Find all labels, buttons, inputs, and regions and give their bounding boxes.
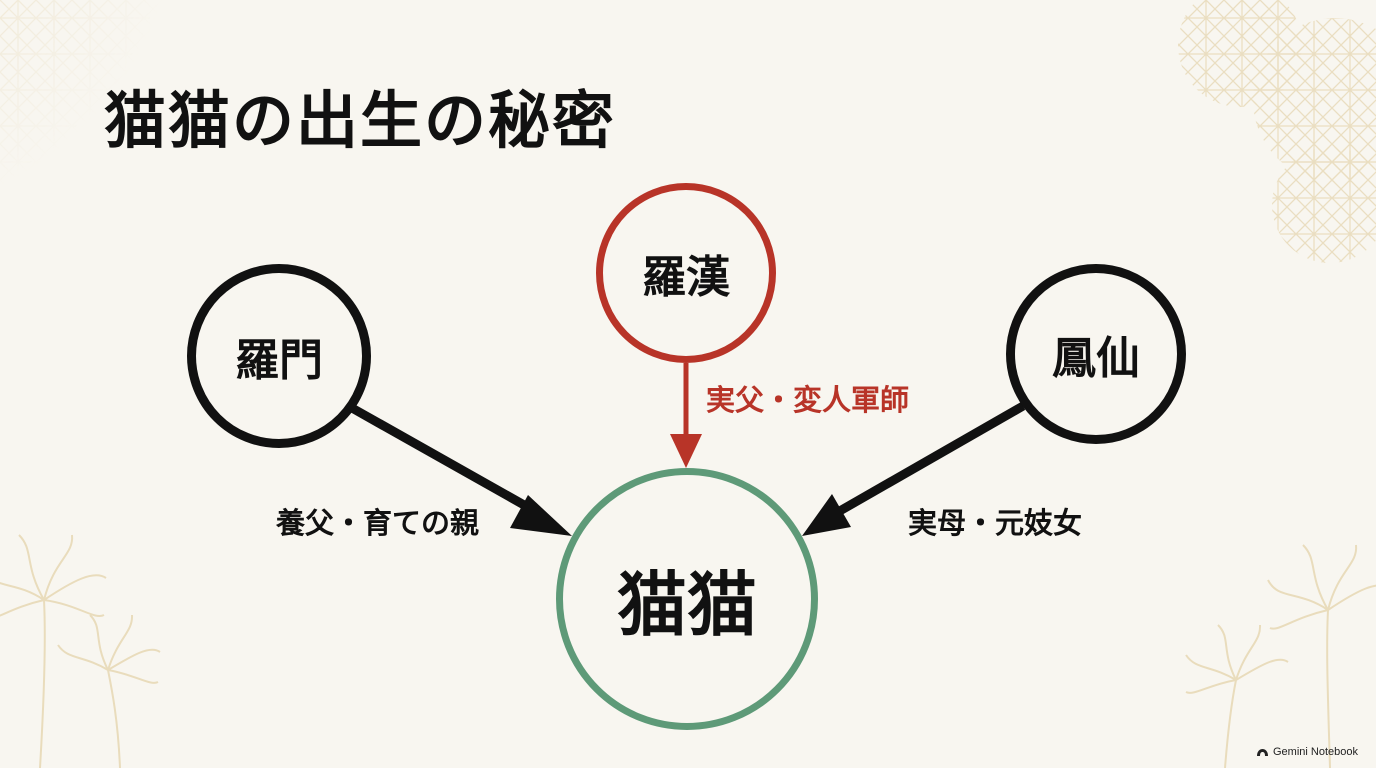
node-luohan: 羅漢	[596, 183, 776, 363]
node-luomen-label: 羅門	[235, 335, 323, 386]
edge-label-fengxian: 実母・元妓女	[908, 506, 1083, 540]
watermark-text: Gemini Notebook	[1273, 746, 1358, 758]
spider-lily-bottom-left	[0, 534, 161, 768]
notebook-logo-icon	[1257, 749, 1268, 756]
page-title: 猫猫の出生の秘密	[104, 84, 617, 157]
node-fengxian-label: 鳳仙	[1052, 333, 1140, 384]
node-luomen: 羅門	[187, 264, 371, 448]
arrow-fengxian-to-maomao	[802, 402, 1026, 536]
edge-label-luohan: 実父・変人軍師	[706, 383, 910, 417]
arrow-luomen-to-maomao	[349, 404, 572, 536]
pattern-top-right	[1178, 0, 1376, 263]
pattern-top-left	[0, 0, 200, 230]
node-maomao: 猫猫	[556, 468, 818, 730]
node-luohan-label: 羅漢	[642, 252, 730, 303]
watermark: Gemini Notebook	[1256, 746, 1358, 758]
spider-lily-bottom-right	[1185, 544, 1376, 768]
arrow-luohan-to-maomao	[670, 363, 702, 468]
edge-label-luomen: 養父・育ての親	[276, 506, 480, 540]
node-fengxian: 鳳仙	[1006, 264, 1186, 444]
node-maomao-label: 猫猫	[617, 562, 757, 646]
